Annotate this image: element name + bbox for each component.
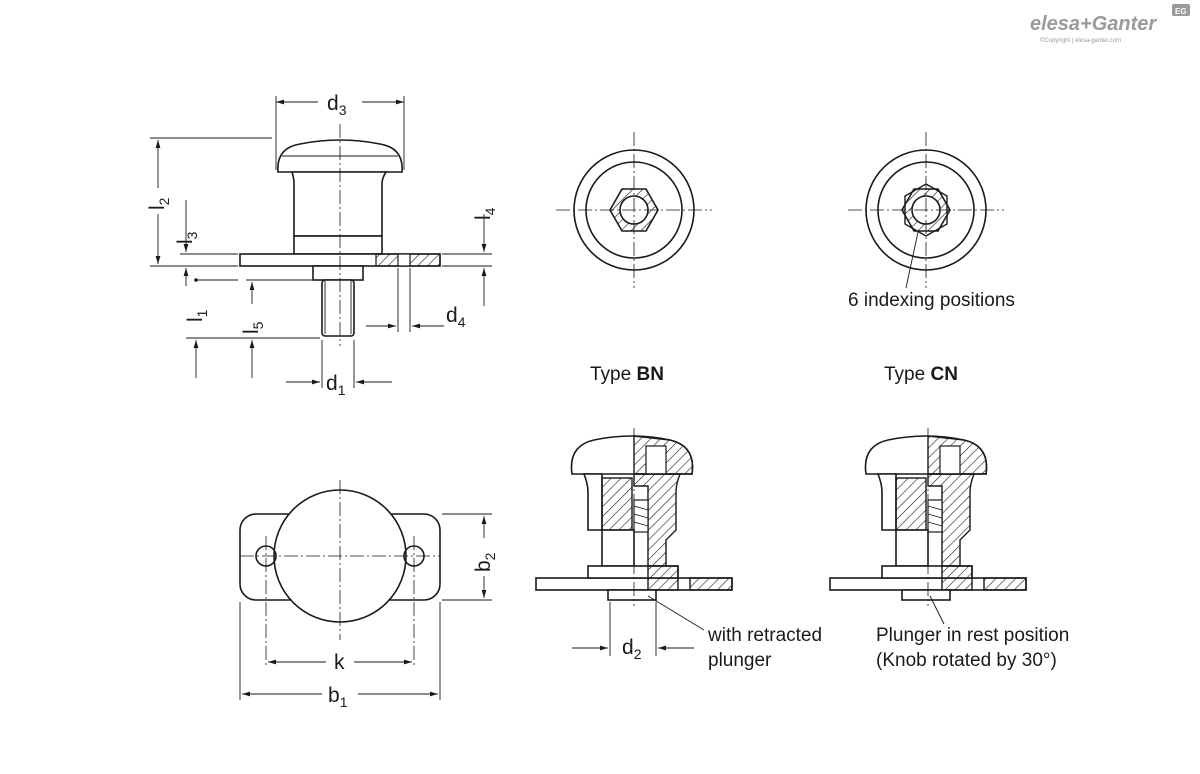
cn-spring-coil-2 xyxy=(927,513,943,519)
cn-flange-hatch xyxy=(983,577,1027,591)
copyright-text: ©Copyright | elesa-ganter.com xyxy=(1040,37,1121,44)
bn-body-left xyxy=(582,473,603,531)
cn-knob-cavity xyxy=(939,445,961,475)
dim-b2: b2 xyxy=(472,552,498,572)
brand-badge-icon xyxy=(1172,4,1190,16)
dim-l2: l2 xyxy=(146,197,172,210)
rest-label-line1: Plunger in rest position xyxy=(876,625,1069,646)
cn-hexagon-b xyxy=(904,183,948,237)
cn-bottom-ring xyxy=(901,589,951,601)
bn-spring-coil-2 xyxy=(633,513,649,519)
section-cn: Plunger in rest position (Knob rotated b… xyxy=(829,428,1069,671)
dim-l5: l5 xyxy=(240,321,266,334)
bn-spring-coil-1 xyxy=(633,505,649,511)
cn-body-left xyxy=(876,473,897,531)
dim-k: k xyxy=(334,651,345,674)
type-cn-label: Type CN xyxy=(884,364,958,385)
rest-leader xyxy=(929,595,945,625)
side-view: d3 l2 l3 l1 l5 l4 d4 xyxy=(146,92,498,398)
section-bn: d2 with retracted plunger xyxy=(535,428,822,671)
bn-body-left-hatch xyxy=(601,477,633,531)
brand-badge-text: EG xyxy=(1175,7,1187,16)
bn-knob-cavity xyxy=(645,445,667,475)
type-bn-label: Type BN xyxy=(590,364,664,385)
dim-l1: l1 xyxy=(184,309,210,322)
indexing-label: 6 indexing positions xyxy=(848,290,1015,311)
dim-b1: b1 xyxy=(328,684,348,710)
bn-flange-hatch xyxy=(689,577,733,591)
top-view-bn xyxy=(556,132,712,288)
dim-d1: d1 xyxy=(326,372,346,398)
dim-l4: l4 xyxy=(472,207,498,220)
brand-logo: elesa+Ganter EG ©Copyright | elesa-gante… xyxy=(1030,4,1190,44)
dim-d3: d3 xyxy=(327,92,347,118)
retracted-label-line2: plunger xyxy=(708,650,772,671)
dim-l3: l3 xyxy=(174,231,200,244)
plunger-pin xyxy=(321,279,355,337)
pin-base xyxy=(312,265,364,281)
cn-body-left-hatch xyxy=(895,477,927,531)
collar-shape xyxy=(293,235,383,255)
indexing-leader xyxy=(905,231,919,289)
retracted-label-line1: with retracted xyxy=(707,625,822,646)
cn-spring-coil-3 xyxy=(927,521,943,527)
body-shape xyxy=(290,171,388,237)
cn-plunger xyxy=(895,529,929,567)
dim-d2: d2 xyxy=(622,636,642,662)
bn-collar-hatch xyxy=(647,565,679,591)
dim-d4: d4 xyxy=(446,304,466,330)
bn-bottom-ring xyxy=(607,589,657,601)
bn-spring-coil-3 xyxy=(633,521,649,527)
brand-name: elesa+Ganter xyxy=(1030,13,1157,35)
cn-collar-hatch xyxy=(941,565,973,591)
retracted-leader xyxy=(647,595,705,631)
flange-hole xyxy=(397,253,411,267)
top-view-cn: 6 indexing positions xyxy=(848,132,1015,311)
bn-plunger xyxy=(601,529,635,567)
rest-label-line2: (Knob rotated by 30°) xyxy=(876,650,1057,671)
cn-spring-coil-1 xyxy=(927,505,943,511)
plan-view: k b1 b2 xyxy=(239,480,498,710)
